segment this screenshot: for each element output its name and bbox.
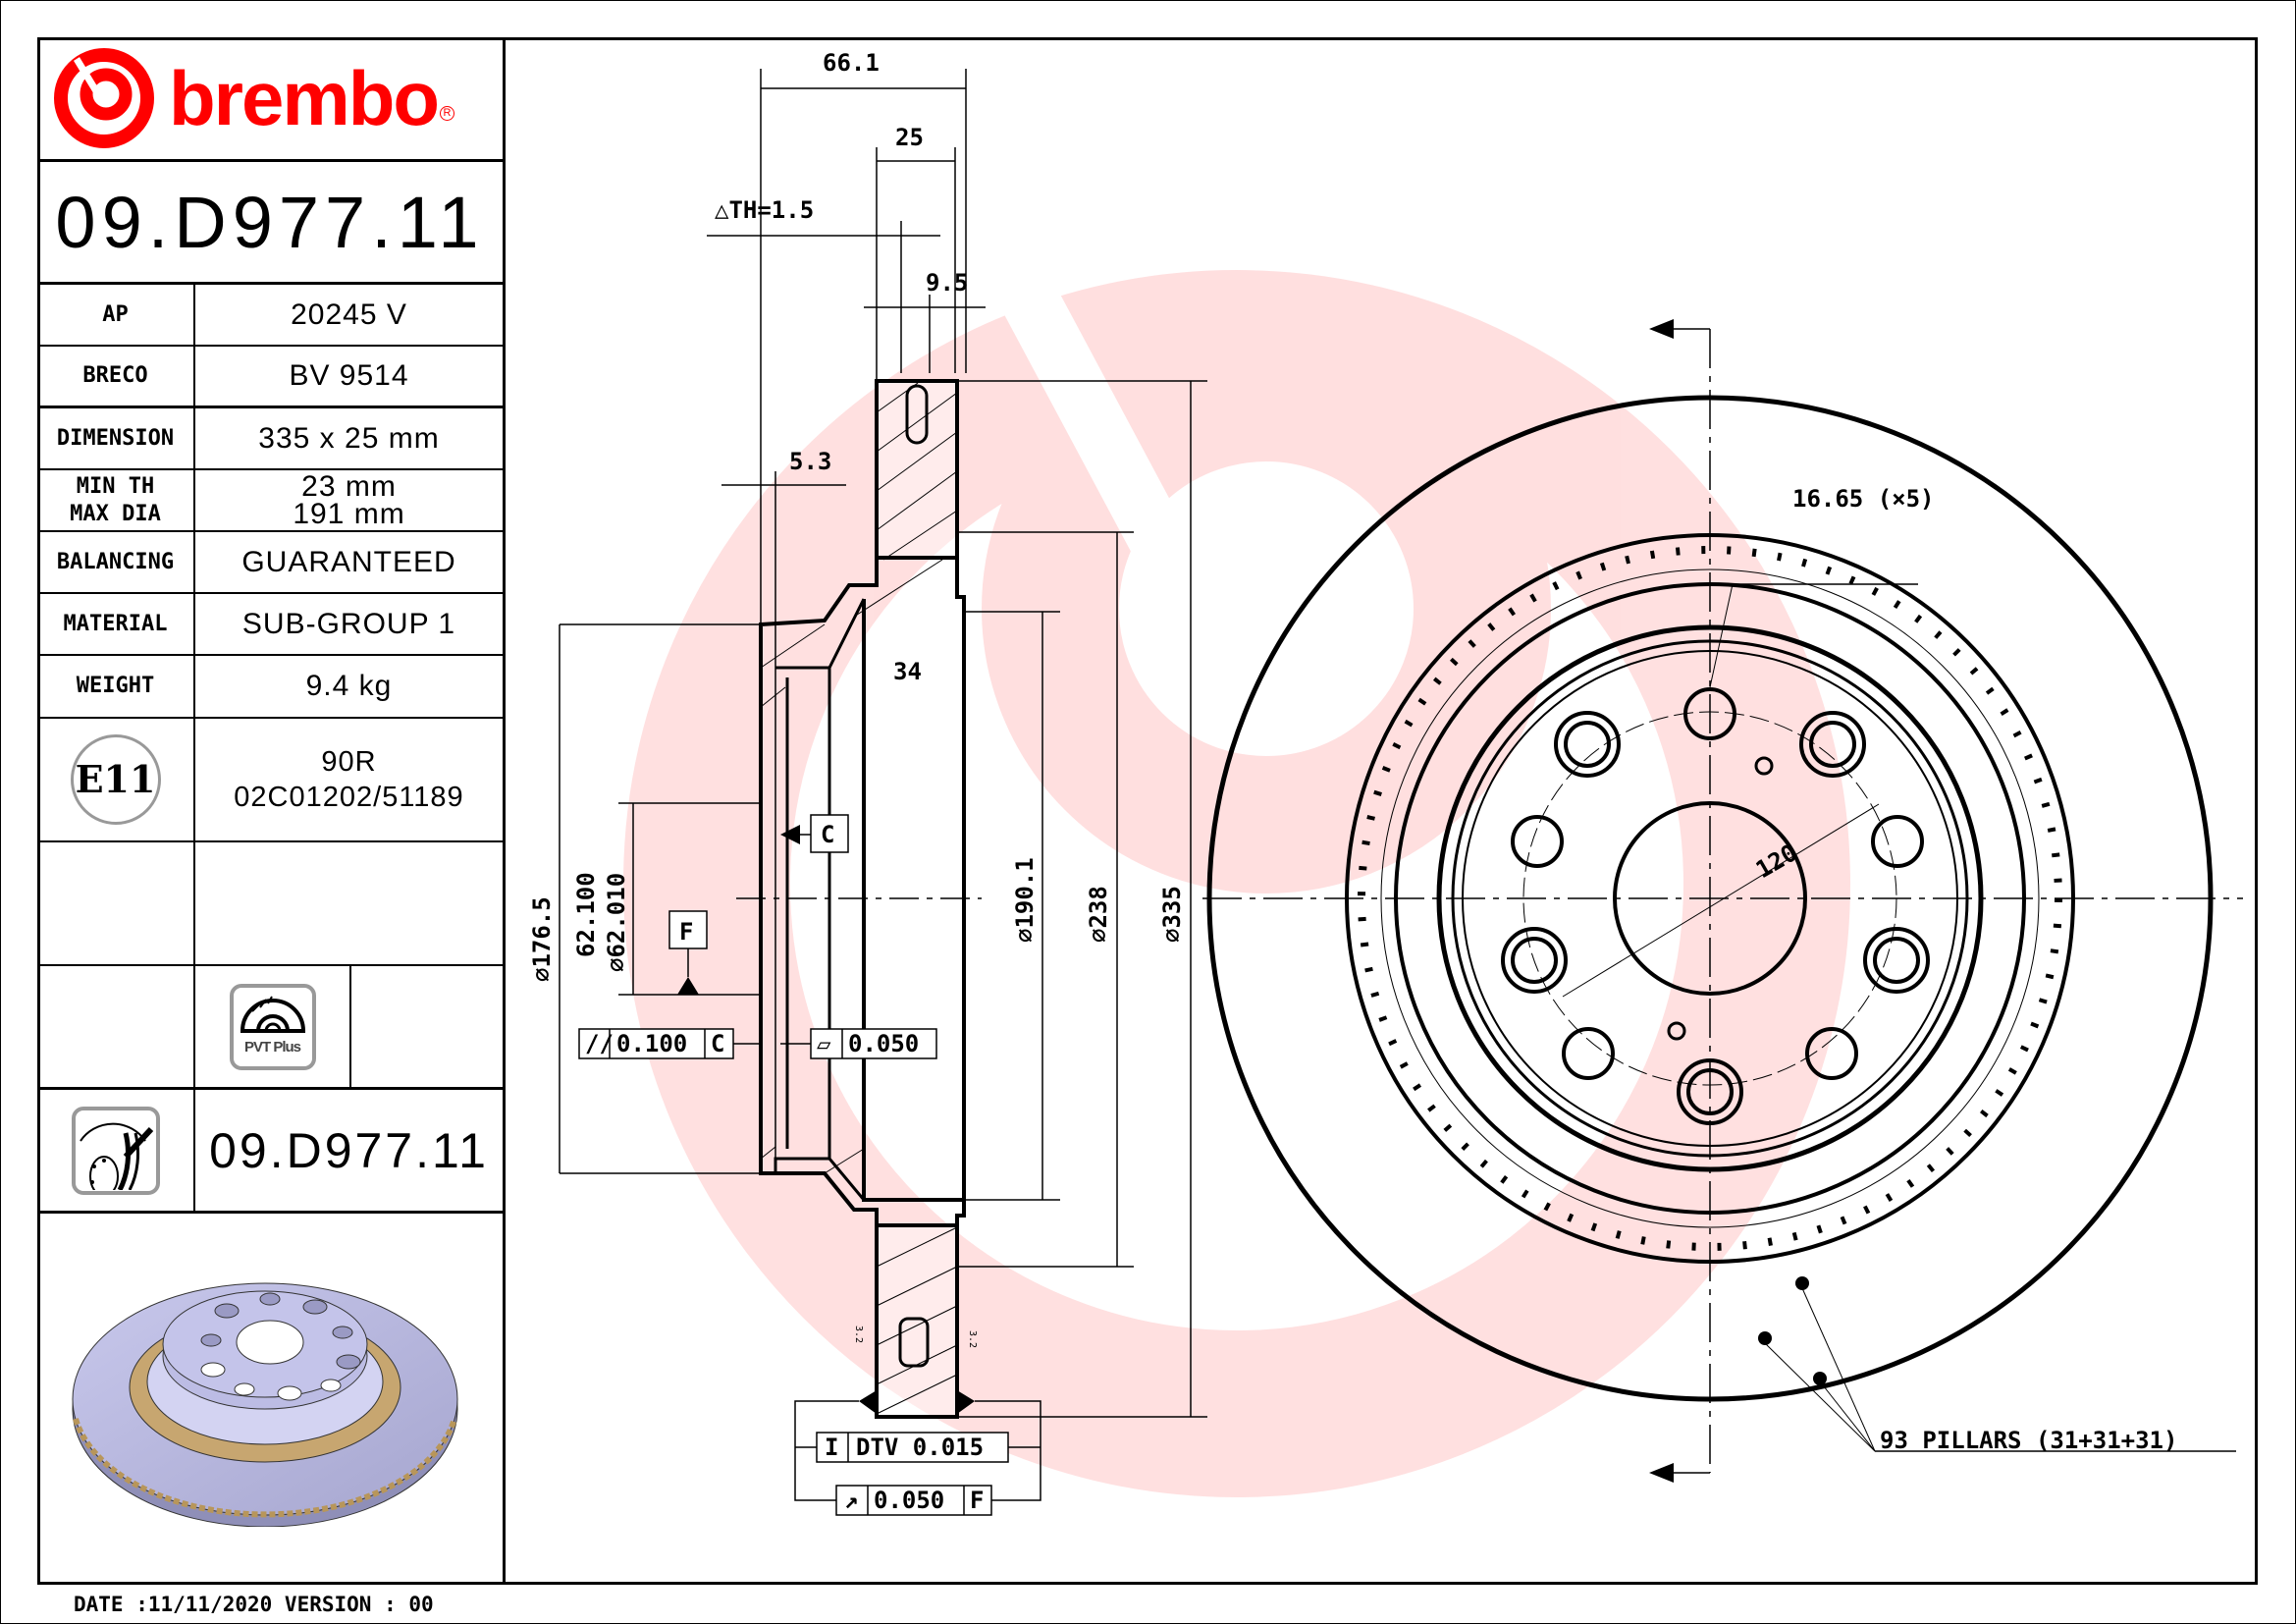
row-material: MATERIAL SUB-GROUP 1 xyxy=(37,594,503,656)
brembo-disc-logo-icon xyxy=(54,48,154,148)
parallelism-symbol: // xyxy=(585,1030,614,1057)
value-weight: 9.4 kg xyxy=(305,670,393,702)
row-min-th-max-dia: MIN TH MAX DIA 23 mm 191 mm xyxy=(37,470,503,532)
badge-empty-cell xyxy=(351,966,503,1087)
part-number: 09.D977.11 xyxy=(55,181,485,263)
part-number-header: 09.D977.11 xyxy=(37,162,503,285)
row-badges: PVT Plus xyxy=(37,966,503,1090)
brake-disc-3d-render xyxy=(72,1282,458,1527)
dim-dia-190: ⌀190.1 xyxy=(1011,857,1039,943)
homologation-code: 90R xyxy=(321,746,377,778)
pvt-plus-disc-icon: PVT Plus xyxy=(229,983,316,1070)
roughness-left: 3.2 xyxy=(853,1326,864,1343)
dtv-symbol: I xyxy=(825,1434,838,1461)
dim-delta-th: △TH=1.5 xyxy=(715,196,814,224)
dim-overall-height: 66.1 xyxy=(823,49,880,77)
half-disc-icon xyxy=(240,996,305,1033)
label-max-dia: MAX DIA xyxy=(70,501,161,526)
brand-wordmark: brembo xyxy=(169,54,440,141)
pvt-plus-cell: PVT Plus xyxy=(195,966,351,1087)
datum-c-label: C xyxy=(821,821,834,848)
dim-dia-62-max: 62.100 xyxy=(572,872,600,957)
section-dimension-labels: 66.1 25 △TH=1.5 9.5 5.3 34 ⌀176.5 62.100… xyxy=(528,49,1186,1514)
disc-painting-icon xyxy=(71,1106,160,1195)
title-block: brembo R 09.D977.11 AP 20245 V BRECO BV … xyxy=(37,37,506,1585)
parallelism-datum: C xyxy=(711,1030,724,1057)
value-material: SUB-GROUP 1 xyxy=(241,607,456,640)
value-breco: BV 9514 xyxy=(289,359,409,392)
bolt-hole-dim: 16.65 (×5) xyxy=(1792,485,1935,513)
row-ap: AP 20245 V xyxy=(37,285,503,347)
part-number-footer: 09.D977.11 xyxy=(209,1122,489,1178)
dim-thickness: 25 xyxy=(895,124,924,151)
flatness-symbol: ▱ xyxy=(817,1030,831,1057)
brembo-watermark-icon xyxy=(623,103,1850,1497)
drawing-frame xyxy=(37,37,2258,1585)
runout-value: 0.050 xyxy=(874,1487,944,1514)
homologation-number: 02C01202/51189 xyxy=(234,782,464,813)
label-ap: AP xyxy=(37,285,195,345)
front-view xyxy=(1202,319,2243,1483)
runout-datum: F xyxy=(970,1487,984,1514)
datum-f-label: F xyxy=(679,918,693,946)
flatness-value: 0.050 xyxy=(848,1030,919,1057)
value-dimension: 335 x 25 mm xyxy=(258,421,440,455)
dim-dia-62-min: ⌀62.010 xyxy=(603,873,630,972)
dim-inner-gap: 34 xyxy=(893,658,922,685)
empty-value-cell xyxy=(195,842,503,964)
row-empty xyxy=(37,842,503,966)
e11-mark-icon: E11 xyxy=(70,734,161,825)
paint-icon-cell xyxy=(37,1090,195,1211)
pvt-plus-label: PVT Plus xyxy=(243,1038,301,1056)
technical-drawing: 66.1 25 △TH=1.5 9.5 5.3 34 ⌀176.5 62.100… xyxy=(528,49,2243,1516)
value-max-dia: 191 mm xyxy=(293,497,405,530)
value-balancing: GUARANTEED xyxy=(241,545,456,578)
label-material: MATERIAL xyxy=(37,594,195,654)
label-weight: WEIGHT xyxy=(37,656,195,717)
dim-dia-335: ⌀335 xyxy=(1158,886,1186,943)
row-breco: BRECO BV 9514 xyxy=(37,347,503,408)
value-min-th-max-dia: 23 mm 191 mm xyxy=(195,470,503,530)
section-view xyxy=(559,69,1207,1516)
dim-dia-176: ⌀176.5 xyxy=(528,896,556,982)
row-dimension: DIMENSION 335 x 25 mm xyxy=(37,408,503,470)
label-dimension: DIMENSION xyxy=(37,408,195,468)
value-ap: 20245 V xyxy=(291,298,407,331)
dtv-value: DTV 0.015 xyxy=(856,1434,984,1461)
dim-cheek: 9.5 xyxy=(926,269,968,297)
label-breco: BRECO xyxy=(37,347,195,406)
row-weight: WEIGHT 9.4 kg xyxy=(37,656,503,719)
brand-logo: brembo R xyxy=(37,37,503,162)
badge-label-cell xyxy=(37,966,195,1087)
row-balancing: BALANCING GUARANTEED xyxy=(37,532,503,594)
row-homologation: E11 90R 02C01202/51189 xyxy=(37,719,503,842)
label-balancing: BALANCING xyxy=(37,532,195,592)
label-min-th: MIN TH xyxy=(76,473,155,499)
dim-hat-wall: 5.3 xyxy=(789,448,831,475)
runout-symbol: ↗ xyxy=(844,1487,858,1514)
date-version: DATE :11/11/2020 VERSION : 00 xyxy=(74,1593,434,1616)
product-image xyxy=(37,1214,503,1585)
pillars-note: 93 PILLARS (31+31+31) xyxy=(1880,1427,2177,1454)
homologation-values: 90R 02C01202/51189 xyxy=(195,719,503,840)
front-view-labels: 16.65 (×5) 120 93 PILLARS (31+31+31) xyxy=(1751,485,2177,1454)
registered-mark-icon: R xyxy=(440,105,455,121)
row-part-footer: 09.D977.11 xyxy=(37,1090,503,1214)
value-min-th: 23 mm xyxy=(301,469,397,503)
parallelism-value: 0.100 xyxy=(616,1030,687,1057)
label-min-th-max-dia: MIN TH MAX DIA xyxy=(37,470,195,530)
dim-dia-238: ⌀238 xyxy=(1085,886,1112,943)
homologation-mark-cell: E11 xyxy=(37,719,195,840)
roughness-right: 3.2 xyxy=(967,1330,978,1348)
empty-label-cell xyxy=(37,842,195,964)
painted-disc-icon xyxy=(79,1122,153,1190)
